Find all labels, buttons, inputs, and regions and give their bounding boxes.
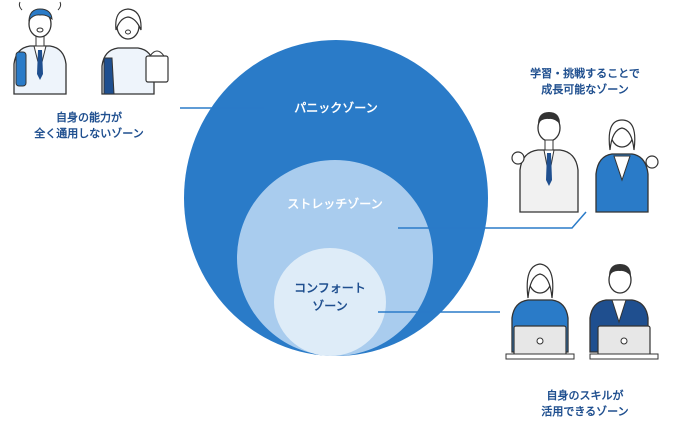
panic-caption-line1: 自身の能力が xyxy=(56,111,122,124)
comfort-zone-circle xyxy=(274,248,386,356)
stretch-zone-caption: 学習・挑戦することで 成長可能なゾーン xyxy=(510,66,660,98)
panic-caption-line2: 全く通用しないゾーン xyxy=(34,127,144,140)
stretch-caption-line2: 成長可能なゾーン xyxy=(541,83,629,96)
comfort-zone-label-line2: ゾーン xyxy=(312,298,347,313)
comfort-zone-caption: 自身のスキルが 活用できるゾーン xyxy=(510,388,660,420)
confident-woman-illustration xyxy=(595,119,659,213)
comfort-zone-label-line1: コンフォート xyxy=(294,281,366,295)
panic-zone-label: パニックゾーン xyxy=(294,100,377,115)
comfortable-man-illustration xyxy=(589,264,659,360)
comfortable-woman-illustration xyxy=(505,263,575,360)
panicked-woman-illustration xyxy=(101,8,169,95)
comfort-caption-line2: 活用できるゾーン xyxy=(541,405,629,418)
confident-man-illustration xyxy=(511,112,579,213)
panicked-man-illustration xyxy=(13,1,67,95)
comfort-caption-line1: 自身のスキルが xyxy=(546,389,624,402)
panic-zone-caption: 自身の能力が 全く通用しないゾーン xyxy=(14,110,164,142)
stretch-zone-label: ストレッチゾーン xyxy=(287,196,382,211)
stretch-caption-line1: 学習・挑戦することで xyxy=(530,67,640,80)
stretch-connector-line xyxy=(398,211,587,229)
